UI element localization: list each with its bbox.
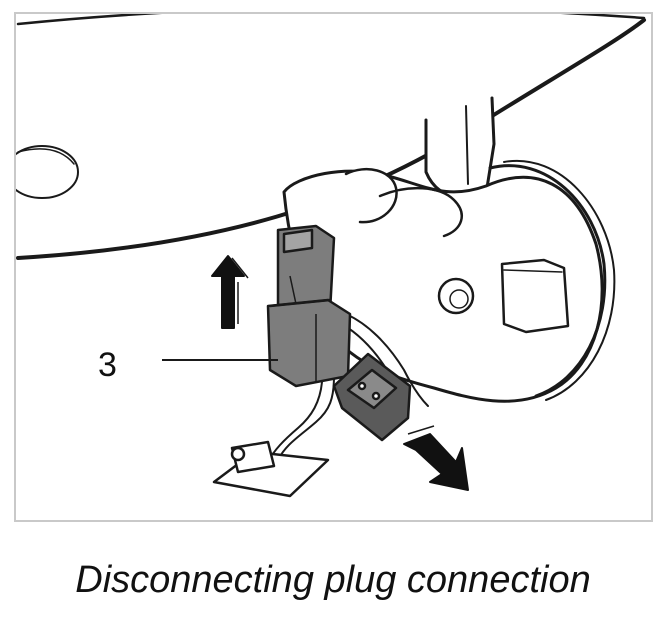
screw-hole <box>437 277 475 315</box>
arrow-up-icon <box>211 255 249 329</box>
housing-recess <box>16 145 79 199</box>
wire-harness <box>345 313 429 407</box>
mounting-bracket <box>424 96 496 200</box>
plug-connector <box>266 224 352 388</box>
figure-caption: Disconnecting plug connection <box>75 559 591 601</box>
callout-number: 3 <box>98 346 117 384</box>
arrow-down-right-icon <box>403 425 469 491</box>
housing-top-edge <box>16 14 646 26</box>
plug-connection-illustration: 3 <box>16 14 646 498</box>
mating-connector <box>332 352 412 442</box>
sensor-rear-ring <box>488 164 607 398</box>
sensor-window <box>500 258 570 334</box>
mounting-clip <box>212 440 330 498</box>
figure-frame: 3 <box>14 12 653 522</box>
